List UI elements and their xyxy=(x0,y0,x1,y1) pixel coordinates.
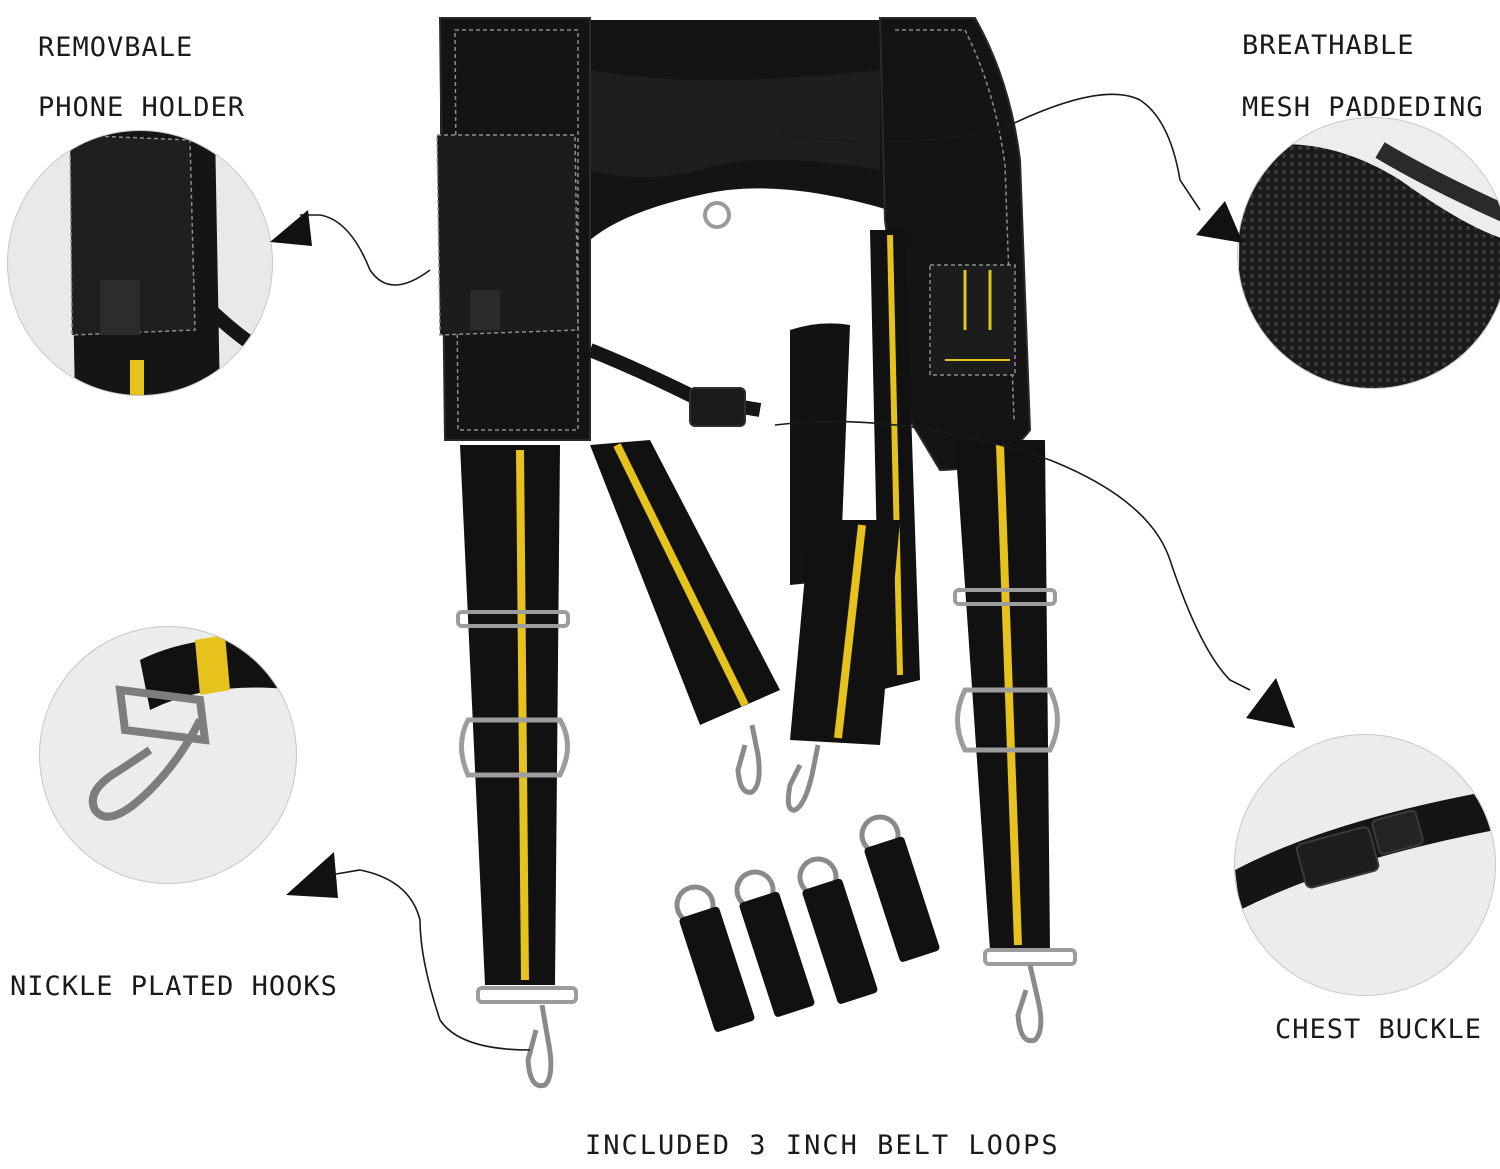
hooks-arrow-icon xyxy=(286,852,338,898)
mesh-arrow-icon xyxy=(1196,201,1243,243)
mesh-padding-detail-circle xyxy=(1237,117,1500,389)
chest-buckle-label: CHEST BUCKLE xyxy=(1275,1014,1483,1045)
belt-loops-label: INCLUDED 3 INCH BELT LOOPS xyxy=(585,1130,1060,1161)
harness-body xyxy=(436,17,1077,1089)
phone-holder-label-line1: REMOVBALE xyxy=(38,32,194,63)
chest-buckle-arrow-icon xyxy=(1246,678,1295,728)
mesh-label-line2: MESH PADDEDING xyxy=(1242,92,1484,123)
mesh-label-line1: BREATHABLE xyxy=(1242,30,1415,61)
callout-arrows xyxy=(270,201,1295,898)
hook-detail-circle xyxy=(39,626,297,884)
phone-holder-arrow-icon xyxy=(270,210,312,246)
callout-lines xyxy=(300,93,1251,1051)
phone-holder-detail-circle xyxy=(7,130,273,396)
phone-holder-label-line2: PHONE HOLDER xyxy=(38,92,246,123)
belt-loops xyxy=(674,814,940,1032)
hooks-label: NICKLE PLATED HOOKS xyxy=(10,971,338,1002)
chest-buckle-detail-circle xyxy=(1234,734,1496,996)
